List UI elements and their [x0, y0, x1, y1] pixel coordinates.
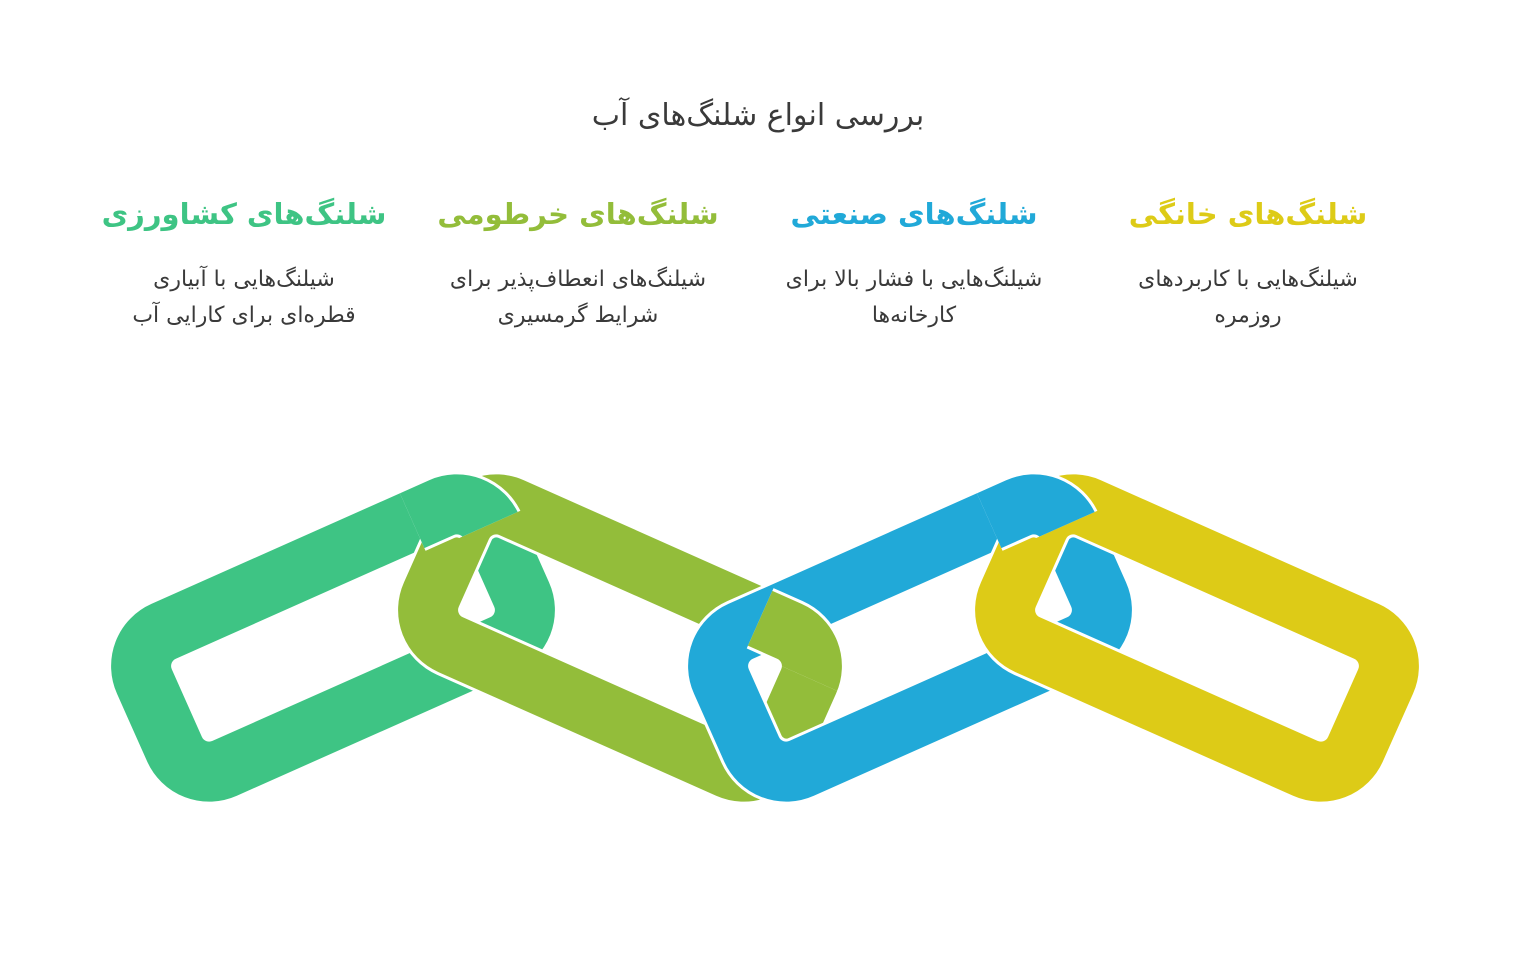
item-heading: شلنگ‌های خانگی [1128, 197, 1368, 231]
item-heading: شلنگ‌های خرطومی [437, 197, 719, 231]
chain-link-agricultural [108, 471, 558, 805]
item-description-line: شیلنگ‌های انعطاف‌پذیر برای [449, 267, 707, 292]
item-description: شیلنگ‌های انعطاف‌پذیر برای شرایط گرمسیری [408, 262, 748, 334]
item-description: شیلنگ‌هایی با کاربردهای روزمره [1078, 262, 1418, 334]
item-description-line: شرایط گرمسیری [497, 303, 659, 328]
item-agricultural: شلنگ‌های کشاورزی شیلنگ‌هایی با آبیاری قط… [74, 192, 414, 334]
diagram-title: بررسی انواع شلنگ‌های آب [591, 98, 925, 133]
item-description-line: کارخانه‌ها [871, 303, 957, 328]
item-description: شیلنگ‌هایی با آبیاری قطره‌ای برای کارایی… [74, 262, 414, 334]
item-description-line: شیلنگ‌هایی با آبیاری [153, 267, 335, 292]
item-trunk: شلنگ‌های خرطومی شیلنگ‌های انعطاف‌پذیر بر… [408, 192, 748, 334]
item-description-line: شیلنگ‌هایی با فشار بالا برای [785, 267, 1043, 292]
chain-link-household [972, 471, 1422, 805]
chain-link-industrial [685, 471, 1135, 805]
item-household: شلنگ‌های خانگی شیلنگ‌هایی با کاربردهای ر… [1078, 192, 1418, 334]
item-heading: شلنگ‌های صنعتی [790, 197, 1038, 231]
item-description: شیلنگ‌هایی با فشار بالا برای کارخانه‌ها [744, 262, 1084, 334]
item-heading: شلنگ‌های کشاورزی [101, 197, 387, 231]
item-description-line: قطره‌ای برای کارایی آب [132, 303, 356, 328]
item-description-line: شیلنگ‌هایی با کاربردهای [1138, 267, 1358, 292]
chain-link-trunk [395, 471, 845, 805]
item-description-line: روزمره [1214, 303, 1282, 328]
item-industrial: شلنگ‌های صنعتی شیلنگ‌هایی با فشار بالا ب… [744, 192, 1084, 334]
